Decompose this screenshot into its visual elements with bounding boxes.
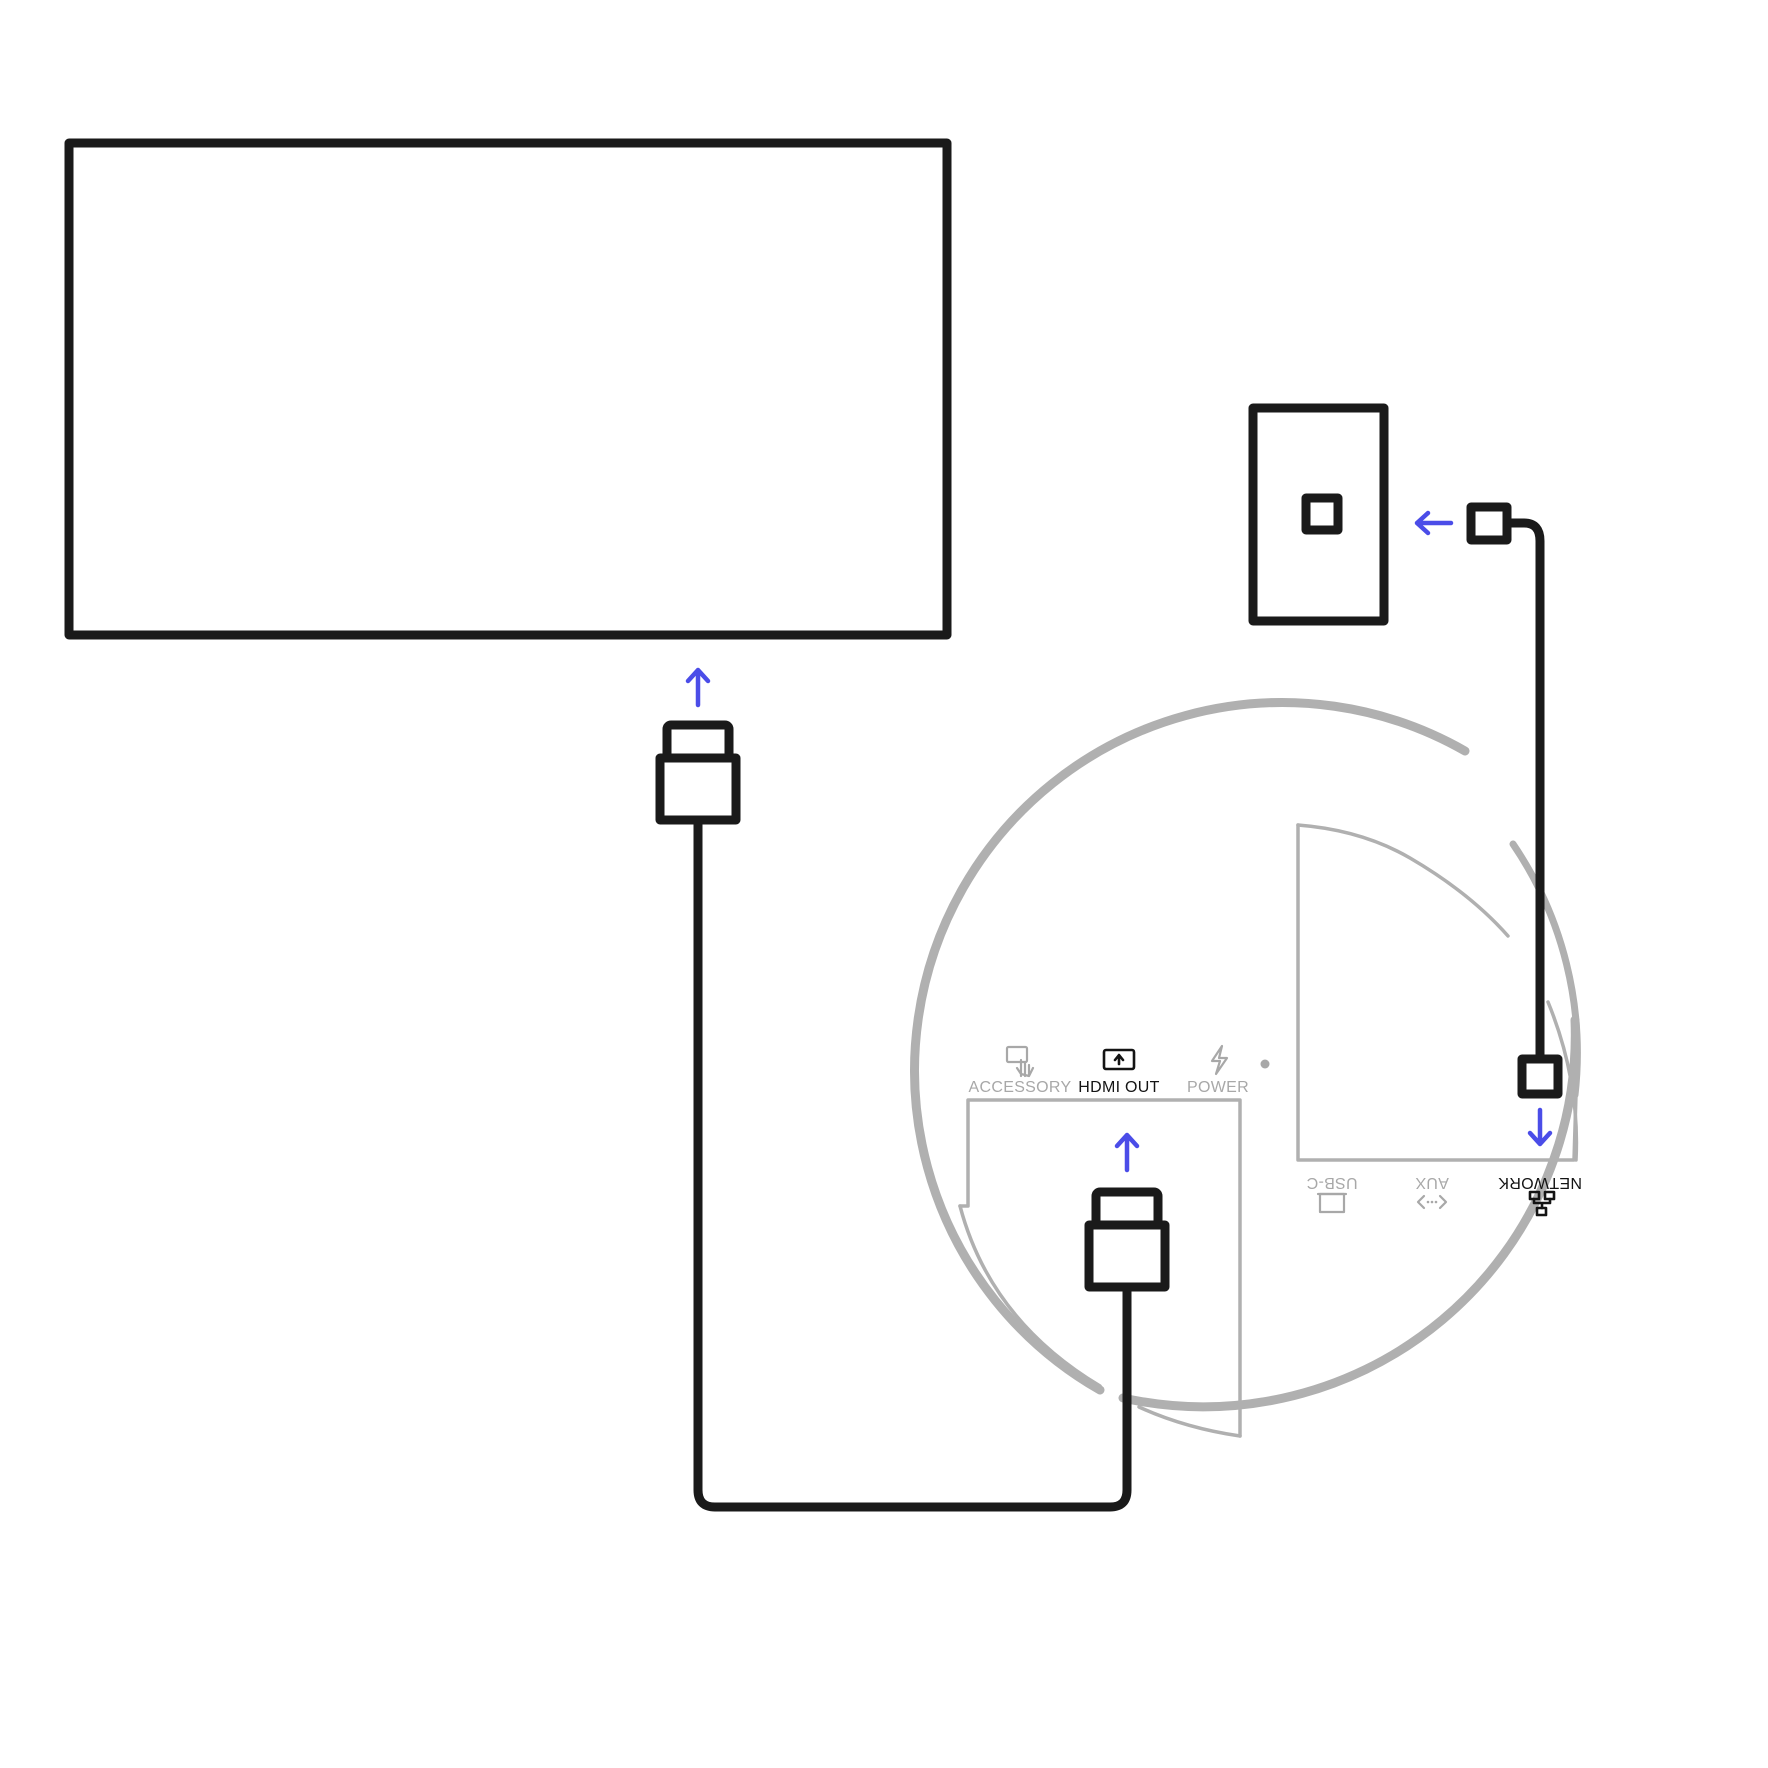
port-network: NETWORK — [1498, 1174, 1582, 1217]
power-bolt-icon — [1210, 1044, 1229, 1076]
hdmi-cable-wire — [693, 815, 1132, 1512]
network-connector-device-end — [1517, 1054, 1563, 1099]
port-label-aux: AUX — [1415, 1174, 1449, 1191]
port-label-accessory: ACCESSORY — [969, 1079, 1072, 1096]
port-power: POWER — [1187, 1044, 1249, 1096]
arrow-to-wall-jack — [1414, 510, 1454, 536]
accessory-touch-icon — [1005, 1045, 1035, 1078]
port-label-hdmi-out: HDMI OUT — [1078, 1079, 1160, 1096]
port-aux: AUX — [1415, 1174, 1449, 1210]
network-cable — [1466, 502, 1563, 1099]
network-icon — [1528, 1190, 1556, 1217]
network-cable-wire — [1502, 518, 1545, 1062]
port-accessory: ACCESSORY — [969, 1045, 1072, 1096]
device-hub — [910, 698, 1581, 1438]
front-panel-curve-2 — [1137, 1405, 1242, 1438]
hdmi-cable — [655, 720, 1170, 1512]
front-port-panel — [958, 1098, 1242, 1438]
arrow-into-network-port — [1527, 1107, 1553, 1147]
aux-arrows-icon — [1416, 1194, 1448, 1210]
port-label-power: POWER — [1187, 1079, 1249, 1096]
arrow-into-hdmi-out — [1114, 1132, 1140, 1173]
port-label-network: NETWORK — [1498, 1174, 1582, 1191]
hdmi-out-icon — [1102, 1048, 1136, 1071]
hdmi-connector-device-end — [1084, 1187, 1170, 1292]
device-outer-ring-bottom-right — [1118, 1015, 1580, 1412]
hdmi-connector-display-end — [655, 720, 741, 825]
usb-c-icon — [1316, 1192, 1348, 1214]
status-led — [1260, 1059, 1270, 1069]
front-panel-curve — [958, 1204, 1102, 1388]
port-usb-c: USB-C — [1306, 1174, 1358, 1214]
port-hdmi-out: HDMI OUT — [1078, 1048, 1160, 1096]
display-screen — [64, 138, 952, 640]
port-label-usb-c: USB-C — [1306, 1174, 1357, 1191]
wall-network-jack — [1248, 403, 1389, 626]
device-outer-ring — [910, 698, 1470, 1395]
arrow-to-display — [685, 667, 711, 708]
back-panel-curve — [1296, 823, 1510, 938]
back-panel-curve-2 — [1546, 1000, 1579, 1162]
network-connector-wall-end — [1466, 502, 1512, 545]
